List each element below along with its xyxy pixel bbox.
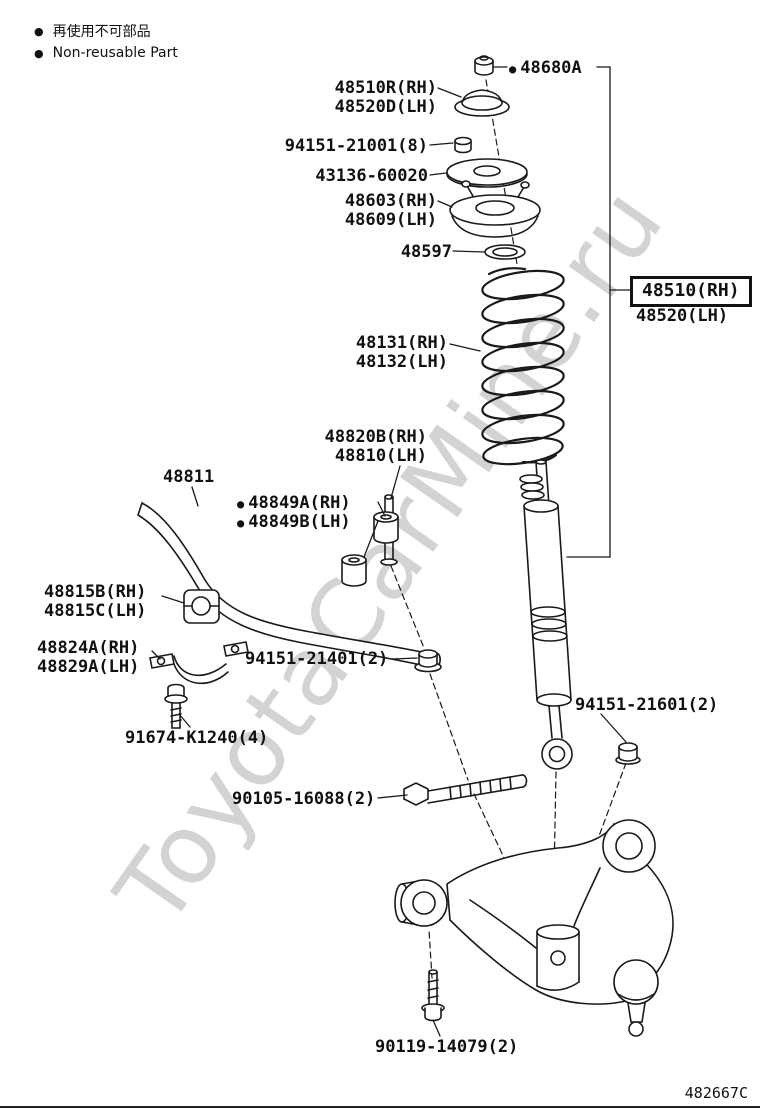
part-label-48810-lh: 48810(LH) [334,446,427,466]
non-reusable-bullet-icon: ● [237,497,245,511]
bar-bushing-drawing [183,589,220,624]
part-label-90119-14079: 90119-14079(2) [375,1037,519,1057]
part-label-43136-60020: 43136-60020 [315,166,428,186]
part-label-48849a-text: 48849A(RH) [248,493,351,513]
part-label-48510-rh-text: 48510(RH) [642,280,740,301]
legend-jp-text: 再使用不可部品 [52,24,151,40]
link-bushing-lower-drawing [341,554,367,587]
legend: ● 再使用不可部品 ● Non-reusable Part [34,20,178,64]
part-label-48811: 48811 [163,467,215,487]
legend-en-text: Non-reusable Part [52,45,178,61]
part-label-48520-lh: 48520(LH) [636,306,729,326]
part-label-48680a-text: 48680A [520,58,582,78]
part-label-90105-16088: 90105-16088(2) [232,789,376,809]
part-label-48820b-rh: 48820B(RH) [324,427,427,447]
part-label-48849b-text: 48849B(LH) [248,512,351,532]
part-label-48680a: ●48680A [509,59,582,79]
part-label-48131-rh: 48131(RH) [355,333,448,353]
part-label-48849b-lh: ●48849B(LH) [237,513,351,533]
link-nut-drawing [414,649,442,673]
part-label-48609-lh: 48609(LH) [344,210,437,230]
spring-ring-drawing [484,244,526,260]
support-mount-drawing [449,180,541,238]
arm-front-bolt-drawing [421,969,445,1022]
lower-arm-drawing [394,819,674,1037]
figure-code: 482667C [684,1084,748,1102]
part-label-94151-21001: 94151-21001(8) [284,136,428,156]
part-label-91674-k1240: 91674-K1240(4) [125,728,269,748]
part-label-94151-21601: 94151-21601(2) [575,695,719,715]
coil-spring-drawing [481,267,565,466]
top-nut-drawing [474,55,494,76]
part-label-48510-rh-boxed: 48510(RH) [630,276,752,307]
link-bushing-upper-drawing [373,511,399,544]
seat-washer-drawing [446,158,528,188]
part-label-48815b-rh: 48815B(RH) [44,582,147,602]
part-label-48603-rh: 48603(RH) [344,191,437,211]
part-label-48824a-rh: 48824A(RH) [37,638,140,658]
part-label-48132-lh: 48132(LH) [355,352,448,372]
bracket-bolt-drawing [164,683,188,729]
bar-bracket-drawing [149,641,249,685]
arm-rear-bolt-drawing [403,774,528,806]
bottom-rule [0,1106,760,1108]
support-cap-drawing [454,89,510,117]
legend-row-jp: ● 再使用不可部品 [34,20,178,42]
non-reusable-bullet-icon: ● [34,46,44,60]
part-label-48597: 48597 [400,242,452,262]
shock-lower-nut-drawing [615,742,641,765]
part-label-94151-21401: 94151-21401(2) [245,649,389,669]
upper-nut-drawing [454,136,472,154]
part-label-48510r-rh: 48510R(RH) [334,78,437,98]
part-label-48815c-lh: 48815C(LH) [44,601,147,621]
non-reusable-bullet-icon: ● [509,62,517,76]
part-label-48829a-lh: 48829A(LH) [37,657,140,677]
non-reusable-bullet-icon: ● [34,24,44,38]
part-label-48849a-rh: ●48849A(RH) [237,494,351,514]
part-label-48520d-lh: 48520D(LH) [334,97,437,117]
leader-lines [151,66,631,1037]
legend-row-en: ● Non-reusable Part [34,42,178,64]
non-reusable-bullet-icon: ● [237,516,245,530]
shock-absorber-drawing [519,459,573,770]
